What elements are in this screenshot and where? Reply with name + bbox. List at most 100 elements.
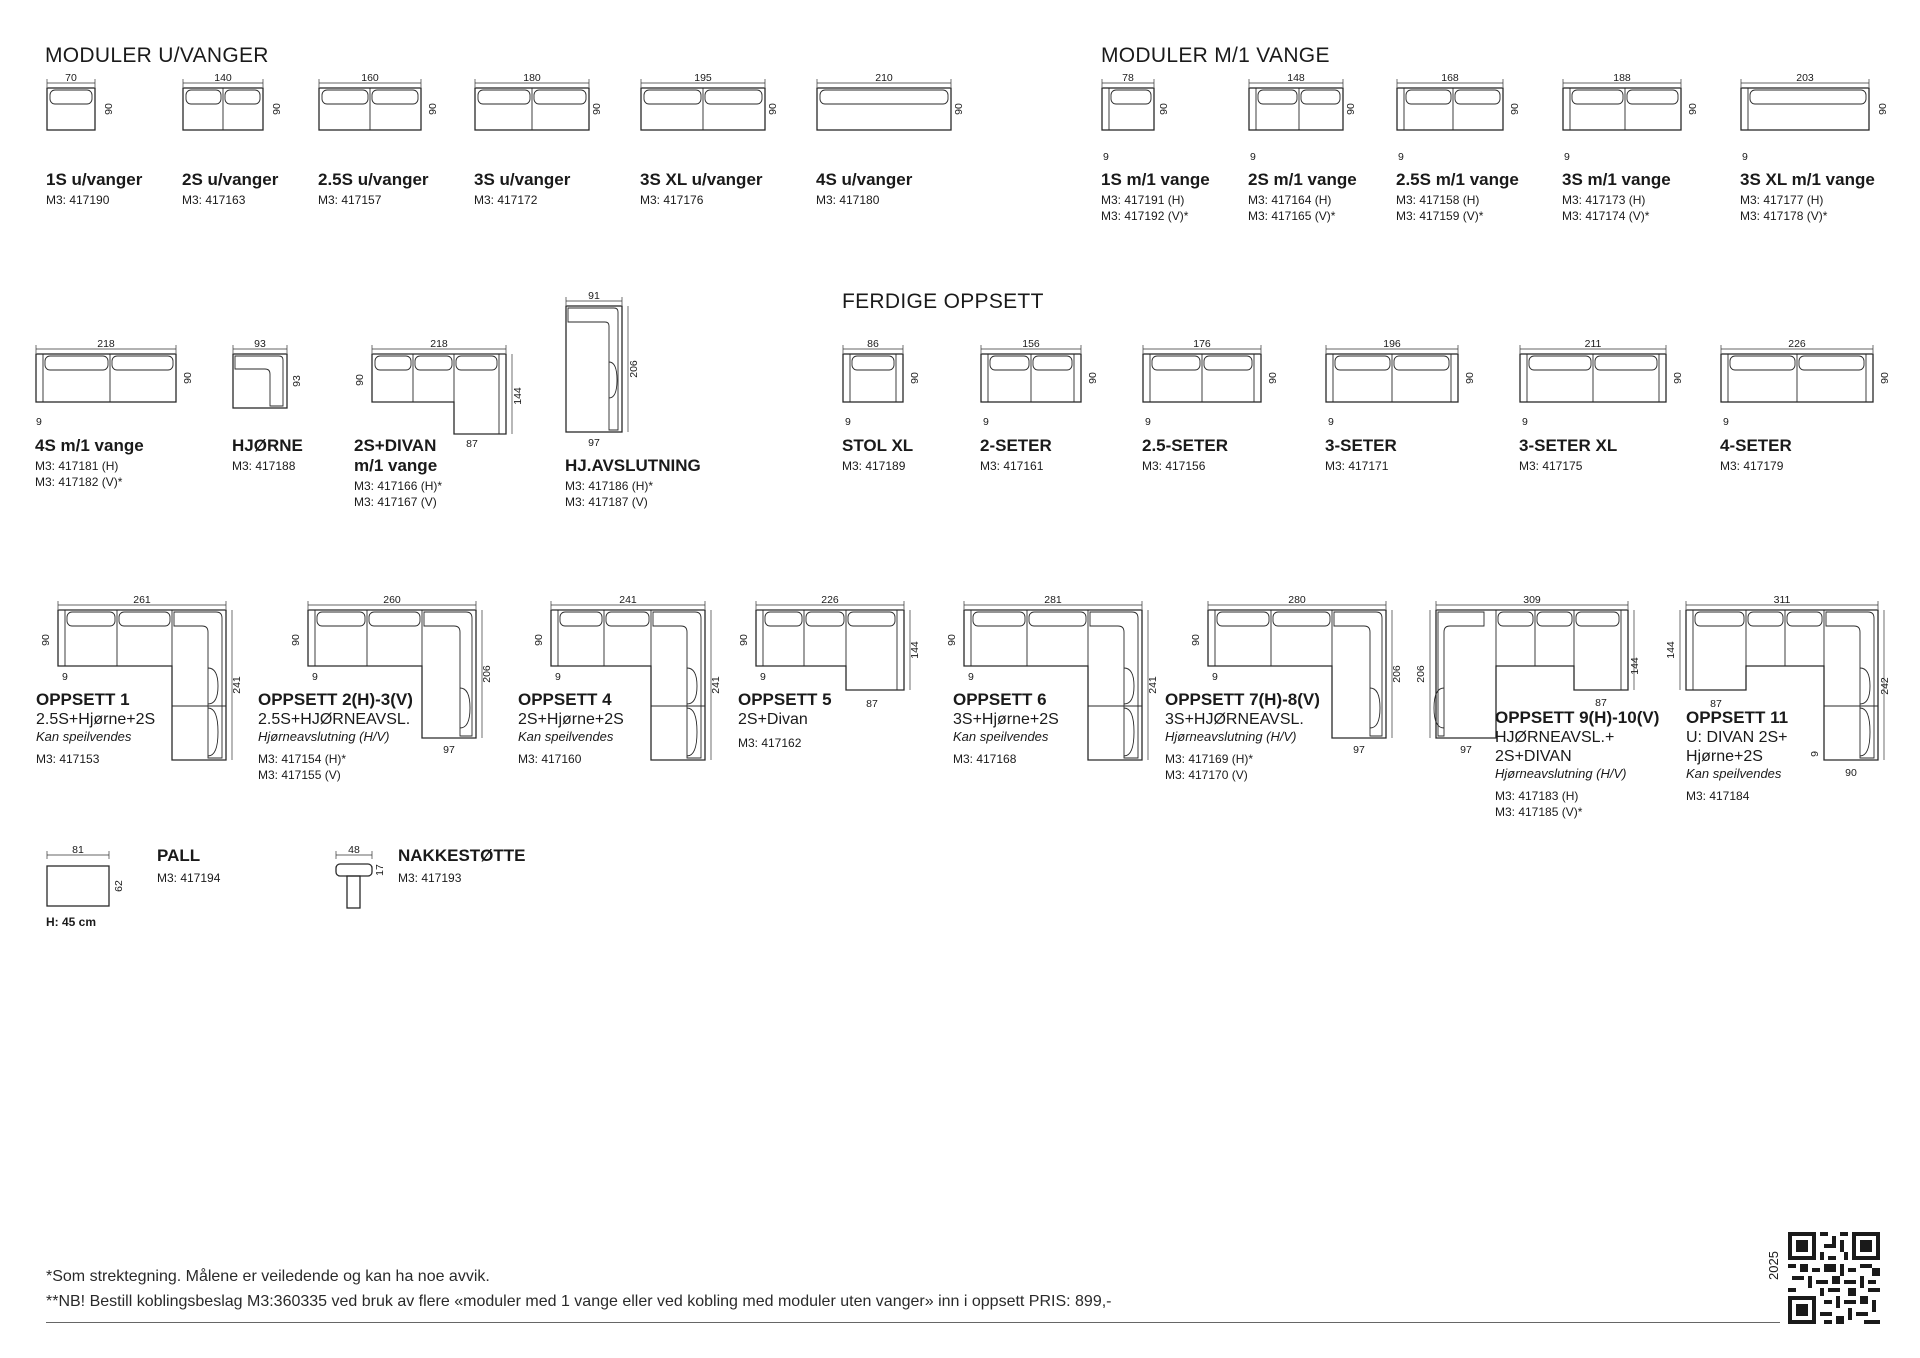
oppsett-note: Kan speilvendes: [1686, 766, 1782, 781]
module-name: STOL XL: [842, 436, 914, 455]
module-name: 2S u/vanger: [182, 170, 279, 189]
depth-dim: 90: [1345, 103, 1357, 115]
sofa-drawing: 93 93: [232, 338, 303, 409]
oppsett-note: Hjørneavslutning (H/V): [1495, 766, 1627, 781]
side-dim: 9: [1809, 751, 1821, 757]
nakkestotte-code: M3: 417193: [398, 871, 462, 885]
module-code-h: M3: 417191 (H): [1101, 193, 1185, 207]
width-dim: 91: [588, 290, 600, 302]
oppsett-name: OPPSETT 1: [36, 690, 130, 709]
module-name: 1S m/1 vange: [1101, 170, 1210, 189]
module-code-h: M3: 417166 (H)*: [354, 479, 443, 493]
base-dim: 97: [588, 437, 600, 449]
depth-dim: 90: [427, 103, 439, 115]
module-name: 3S m/1 vange: [1562, 170, 1671, 189]
module-name: 2.5-SETER: [1142, 436, 1228, 455]
sofa-drawing: 196 90 9: [1325, 338, 1476, 428]
depth-dim: 90: [354, 374, 366, 386]
oppsett-code: M3: 417184: [1686, 789, 1750, 803]
nakkestotte-name: NAKKESTØTTE: [398, 846, 526, 865]
module-name-line1: 2S+DIVAN: [354, 436, 437, 455]
side-dim: 9: [760, 671, 766, 683]
oppsett-desc: HJØRNEAVSL.+: [1495, 729, 1615, 746]
width-dim: 260: [383, 594, 401, 606]
oppsett-code-h: M3: 417169 (H)*: [1165, 752, 1254, 766]
oppsett-desc-2: Hjørne+2S: [1686, 748, 1763, 765]
year-label: 2025: [1766, 1251, 1781, 1280]
depth-dim: 90: [1509, 103, 1521, 115]
base-dim: 97: [1460, 744, 1472, 756]
module-code-v: M3: 417165 (V)*: [1248, 209, 1336, 223]
sofa-drawing: 203 90 9: [1740, 72, 1889, 163]
module-code-h: M3: 417177 (H): [1740, 193, 1824, 207]
right-depth-dim: 144: [909, 641, 921, 659]
oppsett-code-v: M3: 417170 (V): [1165, 768, 1248, 782]
pall-code: M3: 417194: [157, 871, 221, 885]
sofa-drawing: 311 144 87 90 9: [1665, 594, 1885, 779]
sofa-drawing: 156 90 9: [980, 338, 1099, 428]
pall-name: PALL: [157, 846, 201, 865]
depth-dim: 90: [1267, 372, 1279, 384]
module-code-h: M3: 417158 (H): [1396, 193, 1480, 207]
svg-text:242: 242: [1879, 677, 1891, 695]
sofa-drawing: 226 90 144 9 87: [738, 594, 921, 710]
divan-width-dim: 87: [1595, 697, 1607, 709]
depth-dim: 90: [591, 103, 603, 115]
right-depth-label: 144: [1629, 657, 1641, 675]
side-dim: 9: [1742, 151, 1748, 163]
side-dim: 9: [1103, 151, 1109, 163]
depth-dim: 206: [628, 360, 640, 378]
oppsett-code-h: M3: 417183 (H): [1495, 789, 1579, 803]
sofa-drawing: 168 90 9: [1396, 72, 1521, 163]
oppsett-desc: U: DIVAN 2S+: [1686, 729, 1788, 746]
footer-note-2: **NB! Bestill koblingsbeslag M3:360335 v…: [46, 1293, 1112, 1310]
module-code-v: M3: 417182 (V)*: [35, 475, 123, 489]
qr-code[interactable]: [1788, 1232, 1880, 1324]
oppsett-code: M3: 417153: [36, 752, 100, 766]
width-dim: 203: [1796, 72, 1814, 84]
side-dim: 9: [36, 416, 42, 428]
year-label-wrap: 2025: [1764, 1232, 1784, 1292]
oppsett-note: Hjørneavslutning (H/V): [258, 729, 390, 744]
sofa-drawing: 210 90: [816, 72, 965, 131]
module-code: M3: 417161: [980, 459, 1044, 473]
depth-dim: 90: [1672, 372, 1684, 384]
oppsett-name: OPPSETT 7(H)-8(V): [1165, 690, 1320, 709]
module-name: 1S u/vanger: [46, 170, 143, 189]
width-dim: 48: [348, 844, 360, 856]
module-code: M3: 417179: [1720, 459, 1784, 473]
sofa-drawing: 281 90 241 9: [946, 594, 1159, 761]
module-name: 2.5S u/vanger: [318, 170, 429, 189]
module-code: M3: 417171: [1325, 459, 1389, 473]
oppsett-note: Kan speilvendes: [953, 729, 1049, 744]
depth-dim: 90: [1877, 103, 1889, 115]
width-dim: 86: [867, 338, 879, 350]
side-dim: 9: [1250, 151, 1256, 163]
sofa-drawing: 241 90 241 9: [533, 594, 722, 761]
width-dim: 70: [65, 72, 77, 84]
width-dim: 218: [97, 338, 115, 350]
module-name: 2-SETER: [980, 436, 1052, 455]
oppsett-code-v: M3: 417185 (V)*: [1495, 805, 1583, 819]
side-dim: 9: [1723, 416, 1729, 428]
oppsett-desc: 2.5S+HJØRNEAVSL.: [258, 711, 411, 728]
section-title-moduler-u-vanger: MODULER U/VANGER: [45, 44, 269, 67]
width-dim: 226: [821, 594, 839, 606]
depth-dim: 90: [1190, 634, 1202, 646]
sofa-drawing: 280 90 206 9 97: [1190, 594, 1403, 756]
width-dim: 156: [1022, 338, 1040, 350]
module-code-v: M3: 417187 (V): [565, 495, 648, 509]
right-depth-dim: 241: [710, 676, 722, 694]
oppsett-name: OPPSETT 5: [738, 690, 832, 709]
